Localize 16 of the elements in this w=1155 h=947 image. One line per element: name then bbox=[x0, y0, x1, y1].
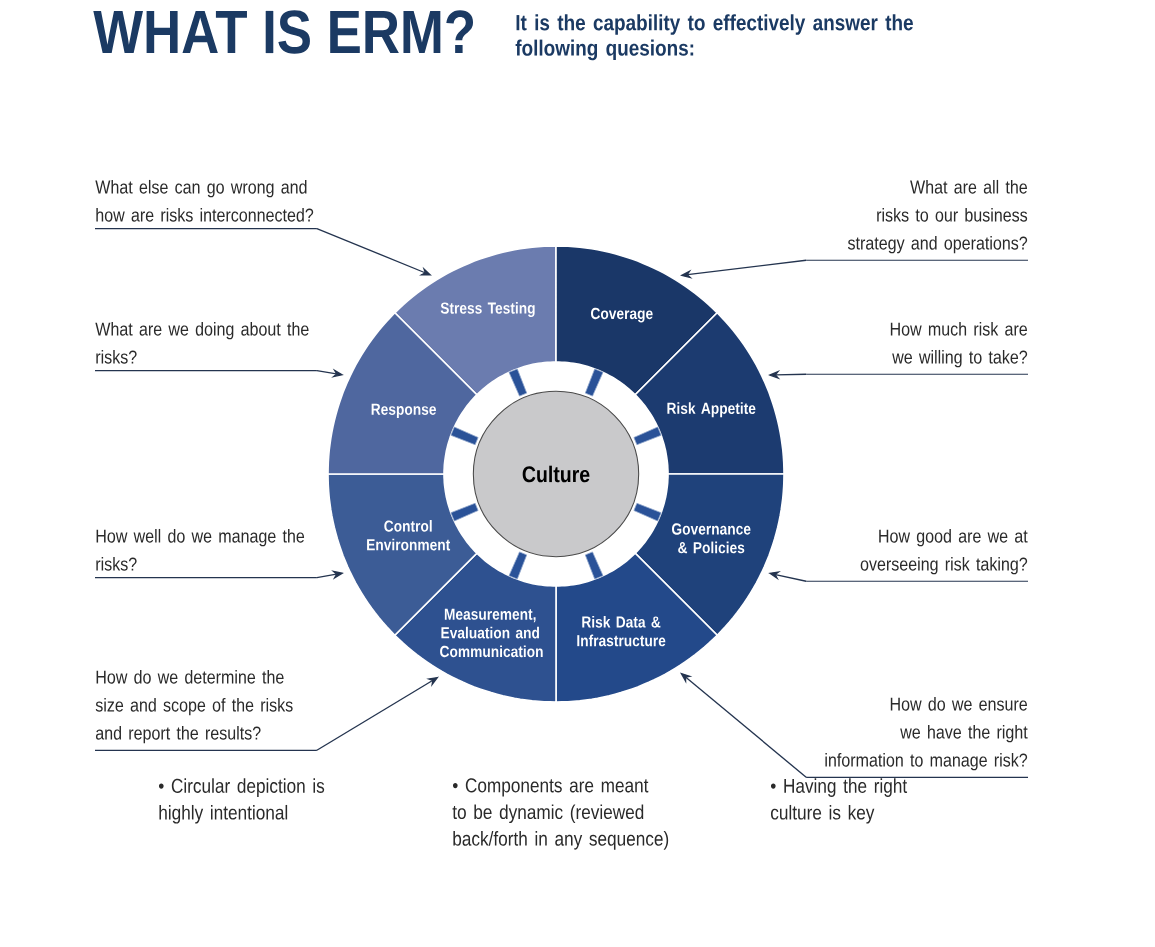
question-text: How well do we manage the risks? bbox=[94, 528, 318, 579]
question-text: What else can go wrong and how are risks interconnected? bbox=[94, 179, 318, 230]
bullet-note: • Circular depiction is highly intentional bbox=[158, 778, 325, 824]
question-text: What are all the risks to our business strategy and operations? bbox=[805, 179, 1029, 261]
question-text: How good are we at overseeing risk taking? bbox=[805, 528, 1029, 582]
title: WHAT IS ERM? bbox=[93, 10, 474, 54]
bullet-note: • Components are meant to be dynamic (reviewed back/forth in any sequence) bbox=[452, 778, 669, 850]
question-text: What are we doing about the risks? bbox=[94, 321, 318, 372]
question-text: How do we ensure we have the right information to manage risk? bbox=[805, 696, 1029, 778]
subtitle: It is the capability to effectively answer the following quesions: bbox=[515, 14, 913, 61]
bullet-note: • Having the right culture is key bbox=[770, 778, 908, 824]
question-text: How much risk are we willing to take? bbox=[805, 321, 1029, 375]
question-text: How do we determine the size and scope of the risks and report the results? bbox=[94, 669, 318, 751]
wheel-segment: Stress Testing bbox=[393, 245, 557, 396]
arrow bbox=[316, 676, 439, 751]
arrow bbox=[680, 672, 807, 778]
